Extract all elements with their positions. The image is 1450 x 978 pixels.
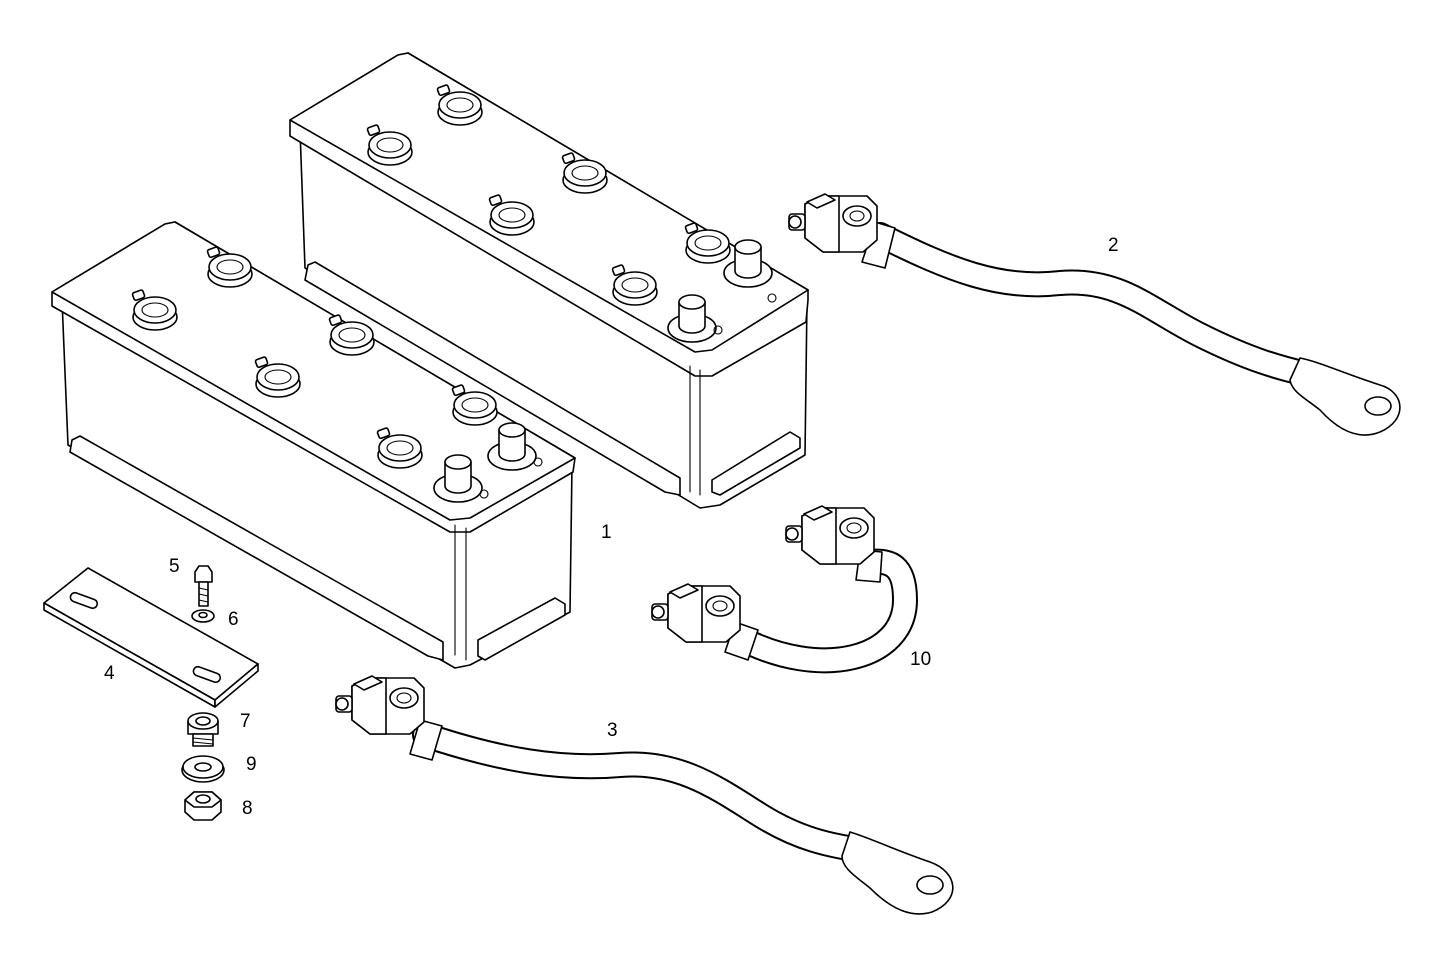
plug (187, 712, 219, 747)
callout-6: 6 (228, 609, 239, 630)
cable-bridge (651, 505, 919, 674)
washer-small (191, 609, 215, 623)
callout-1: 1 (601, 522, 612, 543)
callout-2: 2 (1108, 235, 1119, 256)
callout-7: 7 (240, 711, 251, 732)
callout-8: 8 (242, 798, 253, 819)
battery-back (289, 52, 809, 509)
cable-upper (788, 193, 1401, 436)
washer (181, 755, 225, 783)
callout-10: 10 (910, 649, 932, 670)
bolt (194, 565, 213, 607)
battery-front (51, 221, 576, 669)
callout-9: 9 (246, 754, 257, 775)
nut (184, 791, 222, 821)
callout-3: 3 (607, 720, 618, 741)
clamp-bar (43, 567, 259, 708)
callout-4: 4 (104, 663, 115, 684)
cable-lower (335, 675, 954, 915)
callout-5: 5 (169, 556, 180, 577)
